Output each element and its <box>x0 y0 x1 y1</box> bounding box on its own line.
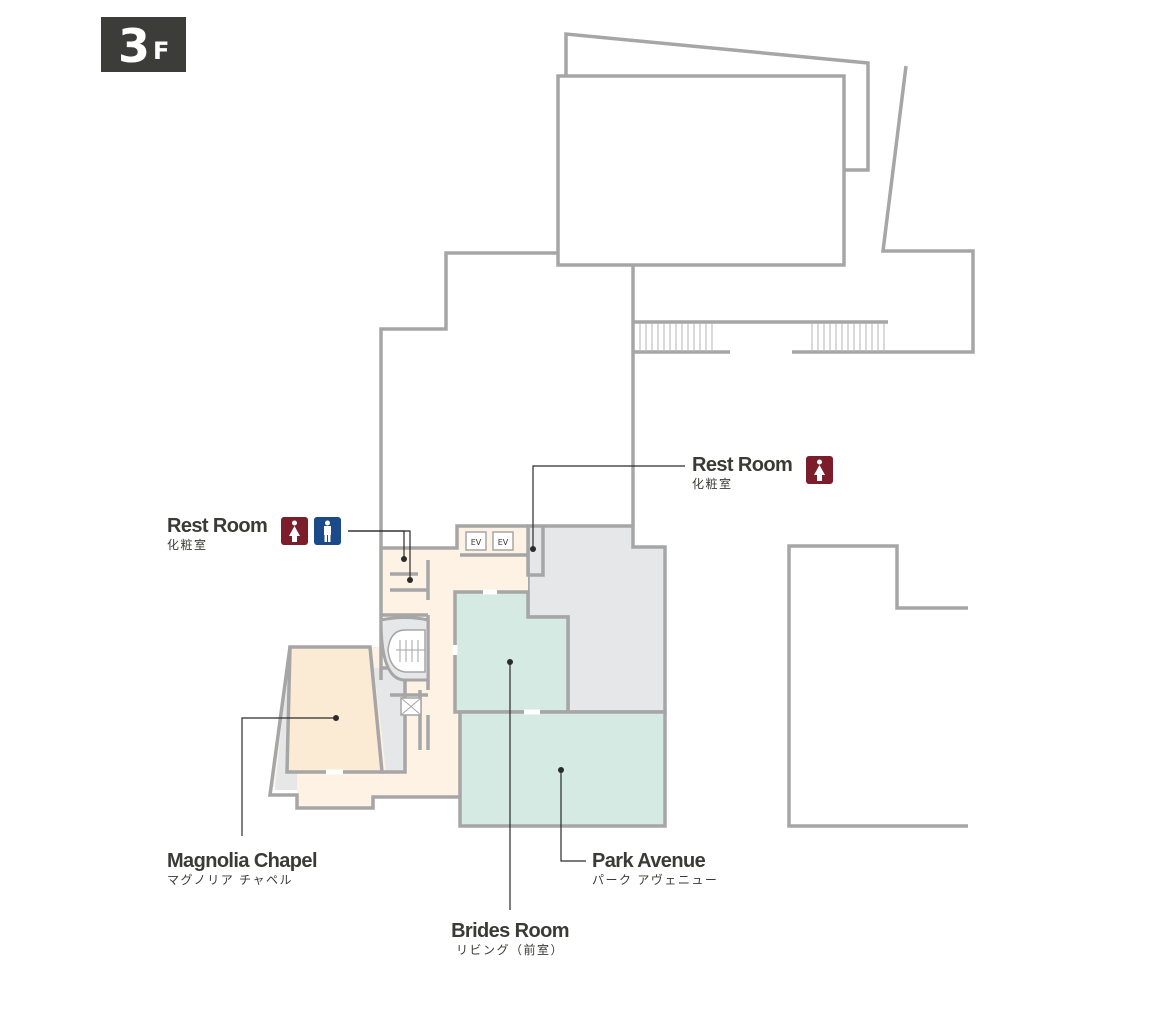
rest-room-right-ja: 化粧室 <box>692 477 733 491</box>
men-restroom-icon <box>314 517 341 545</box>
leader-restroom-left-b <box>348 530 411 580</box>
leader-chapel <box>241 717 336 836</box>
women-restroom-icon <box>281 517 308 545</box>
right-annex-outline <box>787 544 968 828</box>
leader-lines <box>241 465 685 910</box>
brides-room-area <box>453 590 570 714</box>
building-outlines <box>379 32 975 828</box>
upper-wing-outline <box>564 32 870 172</box>
upper-main-block <box>556 74 846 267</box>
magnolia-chapel-label: Magnolia Chapel マグノリア チャペル <box>167 849 318 888</box>
door-gaps <box>326 589 540 775</box>
floor-unit: F <box>153 37 170 65</box>
brides-room-label: Brides Room リビング（前室） <box>440 919 580 958</box>
rest-room-right-label: Rest Room 化粧室 <box>692 453 793 492</box>
service-shaft <box>400 697 422 716</box>
park-avenue-en: Park Avenue <box>592 850 706 872</box>
park-avenue-ja: パーク アヴェニュー <box>592 873 719 887</box>
women-restroom-icon <box>806 456 833 484</box>
floor-badge: 3 F <box>101 17 186 73</box>
staircase <box>379 616 430 682</box>
elevator-2-label: EV <box>498 538 509 547</box>
elevators: EV EV <box>465 531 514 551</box>
brides-room-ja: リビング（前室） <box>455 943 564 957</box>
leader-restroom-right <box>532 465 685 549</box>
elevator-1-label: EV <box>471 538 482 547</box>
magnolia-chapel-room <box>285 645 384 774</box>
leader-dots <box>333 546 564 773</box>
rest-room-left-label: Rest Room 化粧室 <box>167 514 268 553</box>
elevator-2 <box>492 531 514 551</box>
slanted-wall <box>792 65 975 354</box>
magnolia-chapel-en: Magnolia Chapel <box>167 850 318 872</box>
park-avenue-label: Park Avenue パーク アヴェニュー <box>592 849 718 888</box>
brides-room-en: Brides Room <box>451 920 569 942</box>
leader-park-avenue <box>560 770 586 862</box>
rest-room-left-ja: 化粧室 <box>167 538 208 552</box>
terrace-steps <box>639 323 885 352</box>
magnolia-chapel-ja: マグノリア チャペル <box>167 873 293 887</box>
floor-number: 3 <box>118 19 151 73</box>
central-tower-outline <box>379 251 558 548</box>
rest-room-left-en: Rest Room <box>167 515 268 537</box>
elevator-1 <box>465 531 487 551</box>
rest-room-right-en: Rest Room <box>692 454 793 476</box>
